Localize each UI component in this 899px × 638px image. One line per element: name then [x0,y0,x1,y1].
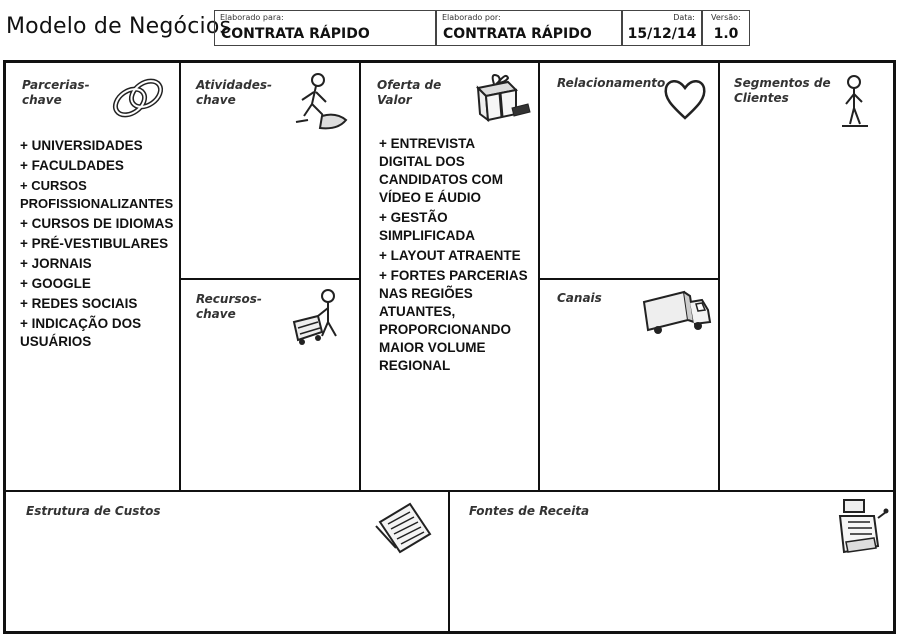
value-proposition-list: + ENTREVISTA DIGITAL DOS CANDIDATOS COM … [379,135,529,377]
page-title: Modelo de Negócios [6,14,232,39]
standing-person-icon [838,74,874,132]
list-item: + CURSOS PROFISSIONALIZANTES [20,178,174,211]
gift-box-icon [472,70,532,124]
key-activities-title: Atividades-chave [196,78,272,107]
value-proposition-title: Oferta de Valor [377,78,442,107]
divider [540,278,718,280]
truck-icon [642,288,712,338]
list-item: + GESTÃO SIMPLIFICADA [379,210,475,243]
list-item: + ENTREVISTA DIGITAL DOS CANDIDATOS COM … [379,136,503,205]
list-item: + FORTES PARCERIAS NAS REGIÕES ATUANTES,… [379,268,528,373]
divider [6,490,893,492]
key-resources-title: Recursos-chave [196,292,262,321]
date-label: Data: [673,13,695,22]
divider [538,63,540,490]
list-item: + UNIVERSIDADES [20,138,143,153]
prepared-for-box: Elaborado para: CONTRATA RÁPIDO [214,10,436,46]
divider [179,63,181,490]
list-item: + INDICAÇÃO DOS USUÁRIOS [20,316,142,349]
version-label: Versão: [711,13,741,22]
list-item: + GOOGLE [20,276,91,291]
person-working-icon [292,72,350,134]
list-item: + LAYOUT ATRAENTE [379,248,521,263]
revenue-streams-title: Fontes de Receita [469,504,590,518]
prepared-for-value: CONTRATA RÁPIDO [221,26,370,42]
channels-title: Canais [557,291,602,305]
list-item: + FACULDADES [20,158,124,173]
list-item: + REDES SOCIAIS [20,296,138,311]
version-value: 1.0 [713,26,739,42]
heart-icon [662,76,708,122]
prepared-by-box: Elaborado por: CONTRATA RÁPIDO [436,10,622,46]
list-item: + JORNAIS [20,256,92,271]
customer-segments-title: Segmentos de Clientes [734,76,831,105]
list-item: + PRÉ-VESTIBULARES [20,236,169,251]
chain-links-icon [108,74,168,122]
cash-register-icon [834,496,890,558]
key-partners-list: + UNIVERSIDADES + FACULDADES + CURSOS PR… [20,137,176,353]
list-item: + CURSOS DE IDIOMAS [20,216,174,231]
customer-relationships-title: Relacionamento [557,76,666,90]
worker-with-cart-icon [290,286,348,348]
prepared-by-value: CONTRATA RÁPIDO [443,26,592,42]
business-model-canvas [3,60,896,634]
cost-structure-title: Estrutura de Custos [26,504,161,518]
date-value: 15/12/14 [627,26,697,42]
receipt-icon [374,500,436,556]
prepared-for-label: Elaborado para: [220,13,284,22]
date-box: Data: 15/12/14 [622,10,702,46]
divider [718,63,720,490]
key-partners-title: Parcerias-chave [22,78,90,107]
version-box: Versão: 1.0 [702,10,750,46]
divider [359,63,361,490]
prepared-by-label: Elaborado por: [442,13,501,22]
divider [181,278,359,280]
divider [448,492,450,631]
